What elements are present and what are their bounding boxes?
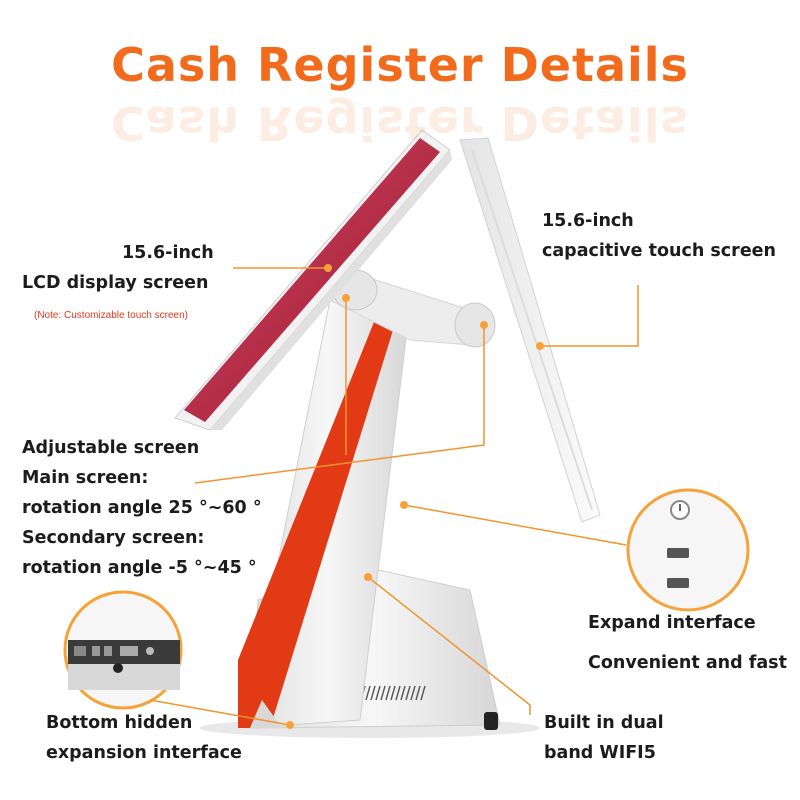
touch-label: 15.6-inch capacitive touch screen <box>542 206 776 266</box>
lcd-note: (Note: Customizable touch screen) <box>34 310 188 321</box>
bottom-label-line2: expansion interface <box>46 743 242 763</box>
lcd-label: 15.6-inch <box>122 238 214 268</box>
leader-dot-lcd <box>324 264 332 272</box>
expand-label: Expand interface Convenient and fast <box>588 603 787 683</box>
wifi-label-line2: band WIFI5 <box>544 743 656 763</box>
audio-port-icon <box>146 647 154 655</box>
adjust-label-line2: Main screen: <box>22 468 149 488</box>
io-panel-base <box>68 664 180 690</box>
leader-adjust-secondary <box>194 325 485 484</box>
main-screen-edge <box>210 150 452 430</box>
usb-port-icon-3 <box>92 646 100 656</box>
foot <box>484 712 498 730</box>
leader-wifi <box>367 576 531 715</box>
stripe-cap <box>250 700 282 728</box>
ethernet-port-icon <box>74 646 86 656</box>
usb-port-icon-4 <box>104 646 112 656</box>
expand-label-line2: Convenient and fast <box>588 653 787 673</box>
serial-port-icon <box>120 646 138 656</box>
leader-touch <box>540 285 639 347</box>
wifi-label-line1: Built in dual <box>544 713 664 733</box>
lcd-label-2: LCD display screen <box>22 268 208 298</box>
screw-icon <box>113 663 123 673</box>
expand-label-line1: Expand interface <box>588 613 756 633</box>
touch-label-line1: 15.6-inch <box>542 211 634 231</box>
page-title: Cash Register Details <box>111 38 689 92</box>
secondary-hinge <box>454 302 496 348</box>
leader-expand <box>403 504 627 546</box>
leader-dot-adjust-secondary <box>480 321 488 329</box>
leader-dot-wifi <box>364 573 372 581</box>
leader-bottom <box>149 699 291 726</box>
leader-dot-expand <box>400 501 408 509</box>
usb-port-icon-2 <box>667 578 689 588</box>
red-stripe <box>238 312 398 728</box>
adjust-label-line5: rotation angle -5 °~45 ° <box>22 558 257 578</box>
adjust-label: Adjustable screen Main screen: rotation … <box>22 433 262 583</box>
adjust-label-line4: Secondary screen: <box>22 528 205 548</box>
bottom-label-line1: Bottom hidden <box>46 713 193 733</box>
lcd-label-line1: 15.6-inch <box>122 243 214 263</box>
bottom-label: Bottom hidden expansion interface <box>46 708 242 768</box>
touch-label-line2: capacitive touch screen <box>542 241 777 261</box>
adjust-label-line1: Adjustable screen <box>22 438 200 458</box>
usb-port-icon <box>667 548 689 558</box>
adjust-label-line3: rotation angle 25 °~60 ° <box>22 498 262 518</box>
lcd-label-line2: LCD display screen <box>22 273 209 293</box>
page-title-reflection: Cash Register Details <box>111 96 689 150</box>
wifi-label: Built in dual band WIFI5 <box>544 708 664 768</box>
leader-dot-touch <box>536 342 544 350</box>
leader-dot-adjust-main <box>342 294 350 302</box>
leader-dot-bottom <box>286 721 294 729</box>
main-screen-display <box>184 138 440 422</box>
secondary-screen-edge <box>471 149 593 511</box>
